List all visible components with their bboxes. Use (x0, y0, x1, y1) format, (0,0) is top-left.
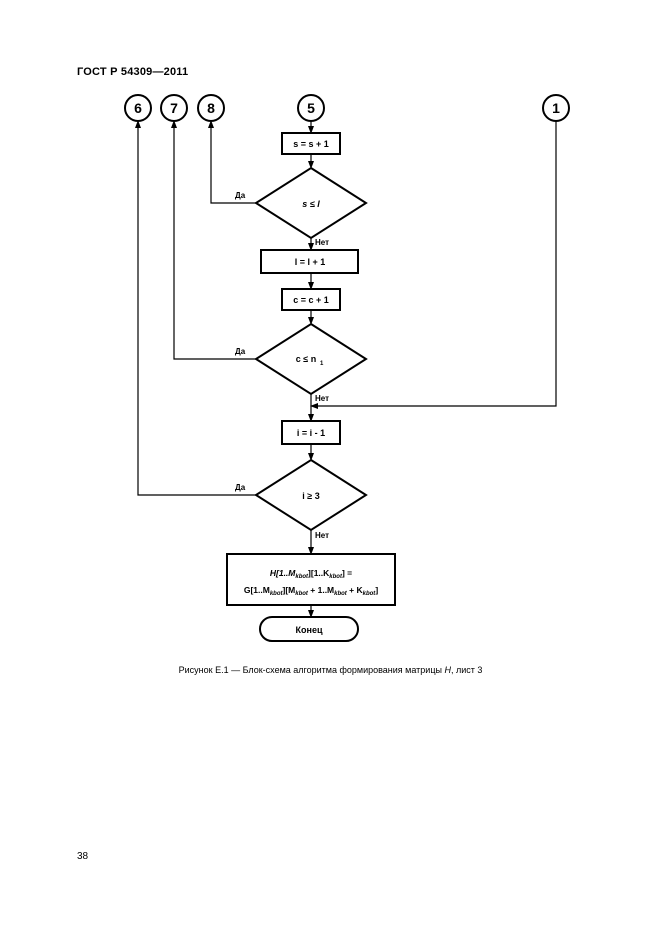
svg-text:7: 7 (170, 100, 178, 116)
label-yes: Да (235, 483, 246, 492)
svg-text:l = l + 1: l = l + 1 (295, 257, 326, 267)
svg-text:s = s + 1: s = s + 1 (293, 139, 329, 149)
svg-text:G[1..Mkbot][Mkbot + 1..Mkbot +: G[1..Mkbot][Mkbot + 1..Mkbot + Kkbot] (244, 585, 378, 597)
label-yes: Да (235, 191, 246, 200)
svg-text:i ≥ 3: i ≥ 3 (302, 491, 319, 501)
svg-text:8: 8 (207, 100, 215, 116)
svg-text:c = c + 1: c = c + 1 (293, 295, 329, 305)
terminator-end: Конец (259, 616, 359, 642)
svg-text:s ≤ l: s ≤ l (302, 199, 320, 209)
process-s-increment: s = s + 1 (281, 132, 341, 155)
svg-text:1: 1 (552, 100, 560, 116)
decision-i-ge-3: i ≥ 3 (254, 458, 368, 532)
process-l-increment: l = l + 1 (260, 249, 359, 274)
label-no: Нет (315, 531, 329, 540)
process-c-increment: c = c + 1 (281, 288, 341, 311)
decision-c-le-n1: c ≤ n 1 (254, 322, 368, 396)
connector-8: 8 (197, 94, 225, 122)
svg-text:6: 6 (134, 100, 142, 116)
svg-text:5: 5 (307, 100, 315, 116)
process-i-decrement: i = i - 1 (281, 420, 341, 445)
decision-s-le-l: s ≤ l (254, 166, 368, 240)
figure-caption: Рисунок Е.1 — Блок-схема алгоритма форми… (178, 665, 483, 675)
connector-7: 7 (160, 94, 188, 122)
label-no: Нет (315, 394, 329, 403)
document-header: ГОСТ Р 54309—2011 (77, 66, 189, 78)
svg-text:i = i - 1: i = i - 1 (297, 428, 325, 438)
connector-6: 6 (124, 94, 152, 122)
label-yes: Да (235, 347, 246, 356)
process-matrix-assignment: H[1..Mkbot][1..Kkbot] = G[1..Mkbot][Mkbo… (226, 553, 396, 606)
svg-text:H[1..Mkbot][1..Kkbot] =: H[1..Mkbot][1..Kkbot] = (270, 568, 352, 580)
connector-1: 1 (542, 94, 570, 122)
page-number: 38 (77, 851, 89, 862)
connector-5: 5 (297, 94, 325, 122)
svg-text:c ≤ n: c ≤ n (296, 354, 316, 364)
svg-text:Конец: Конец (296, 625, 323, 635)
svg-text:1: 1 (320, 361, 324, 367)
label-no: Нет (315, 238, 329, 247)
